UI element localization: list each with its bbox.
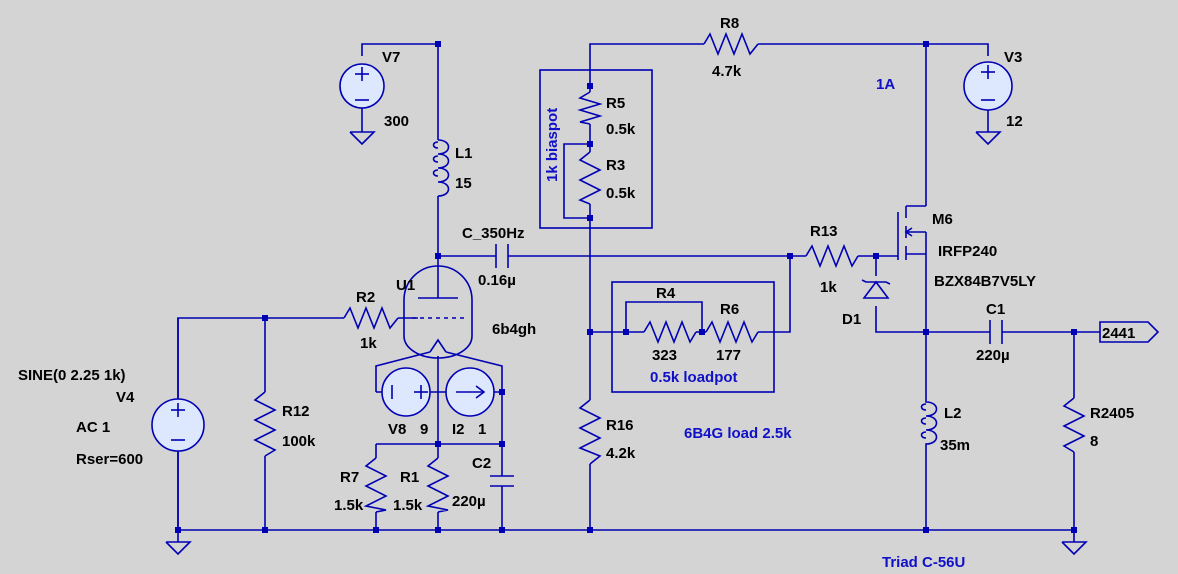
- net-label-text: 2441: [1102, 325, 1135, 342]
- d1-zener-diode[interactable]: [861, 279, 891, 299]
- biaspot-note: 1k biaspot: [544, 108, 561, 182]
- m6-name: M6: [932, 211, 953, 228]
- net-label-flag[interactable]: [1099, 321, 1160, 343]
- r8-value: 4.7k: [712, 63, 742, 80]
- i2-name: I2: [452, 421, 465, 438]
- r4-value: 323: [652, 347, 677, 364]
- r12-name: R12: [282, 403, 310, 420]
- loadpot-note: 0.5k loadpot: [650, 369, 738, 386]
- r12-resistor[interactable]: [253, 391, 277, 457]
- c-350hz-name: C_350Hz: [462, 225, 525, 242]
- c-350hz-capacitor[interactable]: [495, 244, 509, 268]
- r7-value: 1.5k: [334, 497, 364, 514]
- l2-name: L2: [944, 405, 962, 422]
- r13-name: R13: [810, 223, 838, 240]
- l2-inductor[interactable]: [920, 392, 938, 460]
- v8-value: 9: [420, 421, 428, 438]
- v4-function: SINE(0 2.25 1k): [18, 367, 126, 384]
- c-350hz-value: 0.16µ: [478, 272, 516, 289]
- ground-icon: [165, 530, 192, 556]
- r16-resistor[interactable]: [578, 399, 602, 465]
- r8-resistor[interactable]: [703, 31, 759, 57]
- load-note: 6B4G load 2.5k: [684, 425, 792, 442]
- r2-resistor[interactable]: [343, 305, 399, 331]
- r7-name: R7: [340, 469, 359, 486]
- v7-source[interactable]: [339, 63, 385, 109]
- u1-name: U1: [396, 277, 415, 294]
- r8-name: R8: [720, 15, 739, 32]
- l1-inductor[interactable]: [432, 139, 450, 197]
- l1-value: 15: [455, 175, 472, 192]
- v3-name: V3: [1004, 49, 1022, 66]
- m6-mosfet[interactable]: [897, 205, 927, 260]
- i2-current-source[interactable]: [445, 367, 495, 417]
- r5-name: R5: [606, 95, 625, 112]
- l2-value: 35m: [940, 437, 970, 454]
- r16-value: 4.2k: [606, 445, 636, 462]
- r4-name: R4: [656, 285, 676, 302]
- r7-resistor[interactable]: [363, 457, 388, 513]
- ground-icon: [975, 131, 1002, 146]
- r5-value: 0.5k: [606, 121, 636, 138]
- ground-icon: [1061, 530, 1088, 556]
- loadpot-box: [611, 281, 775, 393]
- r2-name: R2: [356, 289, 375, 306]
- r1-name: R1: [400, 469, 419, 486]
- r13-value: 1k: [820, 279, 837, 296]
- r3-value: 0.5k: [606, 185, 636, 202]
- c1-capacitor[interactable]: [989, 320, 1003, 344]
- r1-value: 1.5k: [393, 497, 423, 514]
- c1-name: C1: [986, 301, 1005, 318]
- r2405-resistor[interactable]: [1062, 397, 1086, 453]
- v4-ac: AC 1: [76, 419, 110, 436]
- r13-resistor[interactable]: [805, 243, 859, 269]
- v4-name: V4: [116, 389, 135, 406]
- c1-value: 220µ: [976, 347, 1010, 364]
- v8-source[interactable]: [381, 367, 431, 417]
- transformer-note: Triad C-56U: [882, 554, 965, 571]
- r16-name: R16: [606, 417, 634, 434]
- d1-value: BZX84B7V5LY: [934, 273, 1036, 290]
- r6-resistor[interactable]: [705, 319, 759, 345]
- r3-resistor[interactable]: [578, 151, 602, 205]
- v7-name: V7: [382, 49, 400, 66]
- c2-value: 220µ: [452, 493, 486, 510]
- r6-name: R6: [720, 301, 739, 318]
- r2405-value: 8: [1090, 433, 1098, 450]
- l1-name: L1: [455, 145, 473, 162]
- u1-value: 6b4gh: [492, 321, 536, 338]
- v8-name: V8: [388, 421, 406, 438]
- r1-resistor[interactable]: [425, 457, 450, 513]
- r4-resistor[interactable]: [643, 319, 697, 345]
- d1-name: D1: [842, 311, 861, 328]
- current-note: 1A: [876, 76, 895, 93]
- r2-value: 1k: [360, 335, 377, 352]
- r12-value: 100k: [282, 433, 316, 450]
- v3-value: 12: [1006, 113, 1023, 130]
- biaspot-box: [539, 69, 653, 229]
- r3-name: R3: [606, 157, 625, 174]
- ground-icon: [349, 131, 376, 146]
- c2-name: C2: [472, 455, 491, 472]
- v7-value: 300: [384, 113, 409, 130]
- r5-resistor[interactable]: [577, 91, 603, 125]
- c2-capacitor[interactable]: [490, 475, 514, 487]
- m6-value: IRFP240: [938, 243, 997, 260]
- i2-value: 1: [478, 421, 486, 438]
- v4-rser: Rser=600: [76, 451, 143, 468]
- v3-source[interactable]: [963, 61, 1013, 111]
- u1-tube[interactable]: [403, 265, 473, 359]
- v4-source[interactable]: [151, 398, 205, 452]
- r2405-name: R2405: [1090, 405, 1134, 422]
- r6-value: 177: [716, 347, 741, 364]
